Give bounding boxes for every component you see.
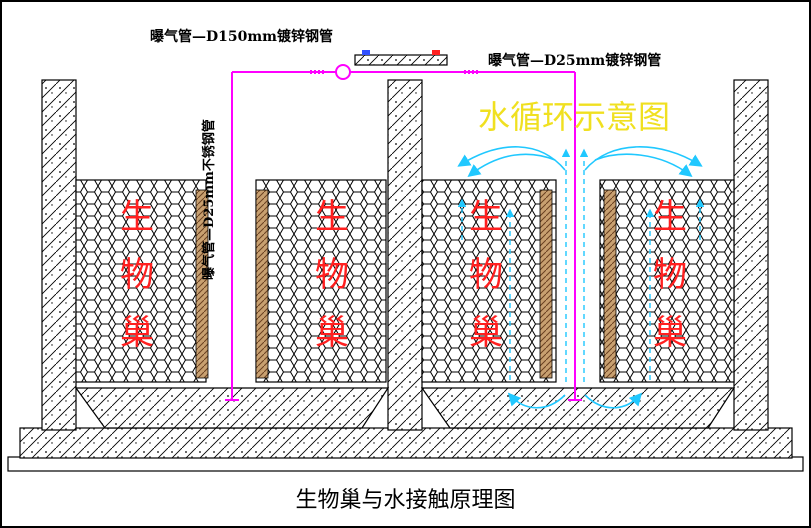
water-circulation-label: 水循环示意图 <box>478 98 671 136</box>
right-wall <box>733 79 769 431</box>
base-slab <box>7 456 804 472</box>
nest-2 <box>255 179 387 383</box>
nest-4-text: 生物巢 <box>653 197 687 353</box>
walkway <box>354 54 448 66</box>
nest-1 <box>75 179 207 383</box>
middle-wall <box>387 79 423 431</box>
nest-4 <box>599 179 735 383</box>
aeration-pipes <box>225 71 582 401</box>
nest-1-text: 生物巢 <box>120 197 154 353</box>
nest-2-text: 生物巢 <box>315 197 349 353</box>
label-vertical-pipe: 曝气管—D25mm不锈钢管 <box>202 119 217 280</box>
right-hopper <box>420 387 736 429</box>
foundation <box>19 427 793 459</box>
nest-3-text: 生物巢 <box>469 197 503 353</box>
label-main-pipe: 曝气管—D150mm镀锌钢管 <box>150 29 333 45</box>
left-wall <box>41 79 77 431</box>
water-flow-arrows <box>457 146 703 409</box>
water-flow-lines <box>457 148 705 382</box>
diagram-title: 生物巢与水接触原理图 <box>295 488 516 513</box>
label-branch-pipe: 曝气管—D25mm镀锌钢管 <box>488 53 662 69</box>
nest-3 <box>421 179 557 383</box>
